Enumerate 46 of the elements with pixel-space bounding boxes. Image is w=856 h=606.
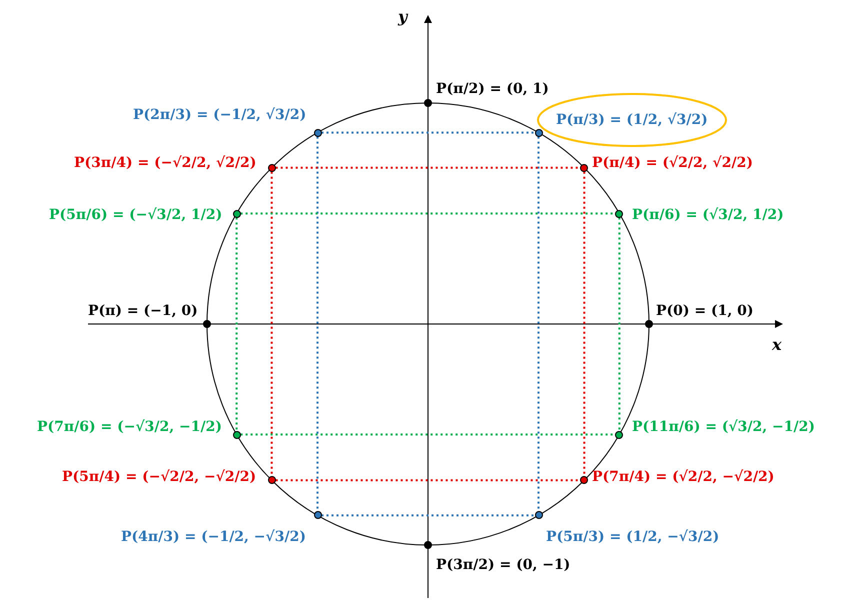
point-dot: [232, 210, 241, 218]
point-dot: [615, 430, 624, 438]
dotted-line: [236, 218, 238, 430]
point-dot: [203, 320, 211, 328]
point-dot: [424, 541, 432, 549]
dotted-line: [583, 172, 586, 476]
dotted-line: [316, 136, 318, 512]
point-label: P(3π/4) = (−√2/2, √2/2): [74, 154, 256, 172]
dotted-line: [538, 136, 540, 512]
point-dot: [232, 430, 241, 438]
point-label: P(4π/3) = (−1/2, −√3/2): [121, 528, 306, 546]
point-dot: [314, 128, 322, 137]
point-label: P(11π/6) = (√3/2, −1/2): [632, 418, 815, 436]
point-label: P(3π/2) = (0, −1): [436, 556, 570, 574]
point-dot: [615, 210, 624, 218]
dotted-line: [270, 172, 273, 476]
dotted-line: [276, 479, 580, 482]
point-label: P(7π/6) = (−√3/2, −1/2): [37, 418, 222, 436]
point-label: P(π/3) = (1/2, √3/2): [556, 111, 708, 129]
axis-label: x: [772, 336, 782, 354]
axis-label: y: [398, 8, 408, 26]
point-label: P(π/4) = (√2/2, √2/2): [592, 154, 753, 172]
point-label: P(5π/3) = (1/2, −√3/2): [546, 528, 720, 546]
point-dot: [268, 164, 276, 172]
point-dot: [534, 128, 542, 137]
point-label: P(5π/4) = (−√2/2, −√2/2): [62, 468, 256, 486]
point-dot: [534, 511, 542, 520]
dotted-line: [322, 132, 534, 134]
dotted-line: [322, 514, 534, 516]
point-dot: [645, 320, 653, 328]
dotted-line: [618, 218, 620, 430]
point-label: P(2π/3) = (−1/2, √3/2): [133, 106, 306, 124]
point-label: P(π/6) = (√3/2, 1/2): [632, 206, 784, 224]
point-label: P(7π/4) = (√2/2, −√2/2): [592, 468, 774, 486]
dotted-line: [240, 212, 616, 214]
point-label: P(π) = (−1, 0): [88, 302, 198, 320]
point-dot: [580, 164, 588, 172]
point-dot: [314, 511, 322, 520]
point-dot: [580, 476, 588, 484]
dotted-line: [240, 434, 616, 436]
point-label: P(0) = (1, 0): [656, 302, 754, 320]
point-label: P(5π/6) = (−√3/2, 1/2): [49, 206, 222, 224]
dotted-line: [276, 166, 580, 169]
point-dot: [424, 99, 432, 107]
point-label: P(π/2) = (0, 1): [436, 80, 549, 98]
point-dot: [268, 476, 276, 484]
